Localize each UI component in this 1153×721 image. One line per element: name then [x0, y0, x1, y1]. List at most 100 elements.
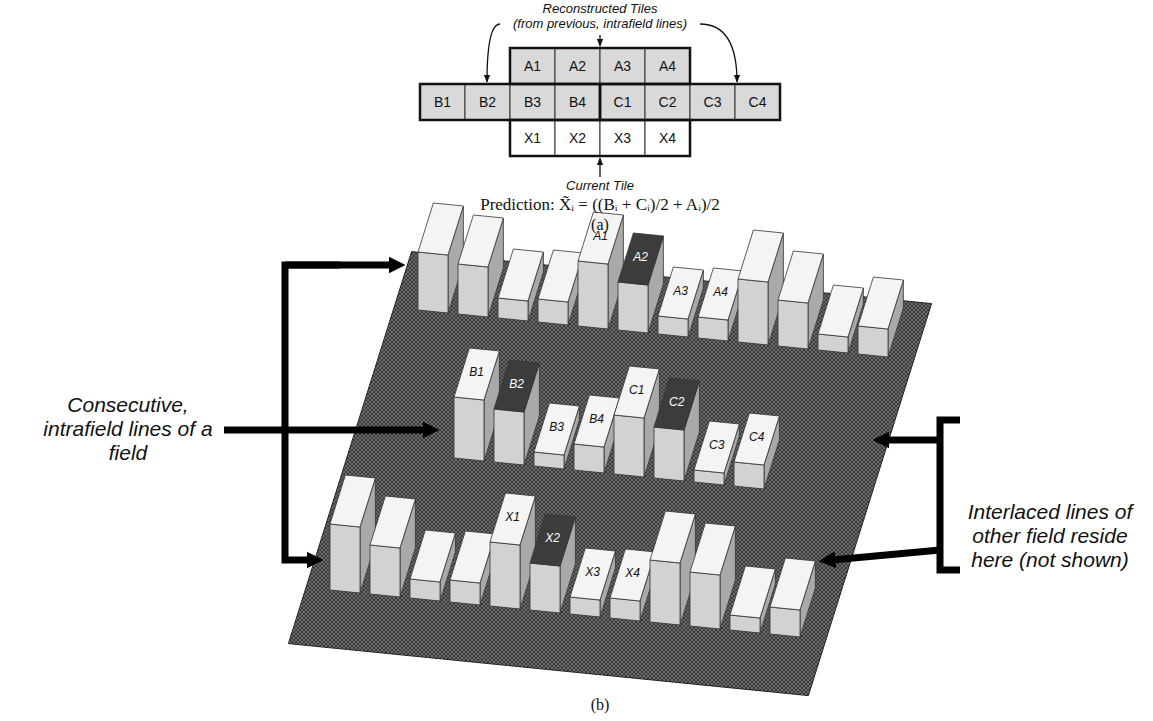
bar-front: [330, 524, 360, 593]
bar-label: X3: [578, 566, 608, 580]
panel-label: (b): [570, 696, 630, 714]
tile-cell: [735, 84, 780, 120]
tile-label: C4: [749, 94, 767, 110]
bar-top: [530, 514, 575, 566]
bar-front: [770, 607, 800, 637]
pixel-bar: [418, 203, 463, 313]
bar-front: [454, 397, 484, 461]
tile-block-outline: [510, 120, 690, 156]
bar-top: [858, 277, 903, 329]
bar-top: [734, 413, 779, 465]
bar-label: C2: [662, 396, 692, 410]
pixel-bar: [494, 360, 539, 465]
bar-front: [778, 300, 808, 349]
tile-block-outline: [510, 48, 690, 84]
pixel-bar: [498, 249, 543, 321]
bar-top: [654, 378, 699, 430]
bar-front: [418, 252, 448, 313]
tile-label: C1: [614, 94, 632, 110]
bracket-arrow: [940, 420, 960, 570]
tile-box: B4: [555, 84, 600, 120]
bar-front: [698, 317, 728, 341]
tile-label: C2: [659, 94, 677, 110]
tile-cell: [420, 84, 465, 120]
formula: Prediction: X̃ᵢ = ((Bᵢ + Cᵢ)/2 + Aᵢ)/2: [390, 195, 810, 215]
bracket-arrows: [224, 265, 960, 570]
tile-box: B1: [420, 84, 465, 120]
pixel-bar: [818, 285, 863, 353]
annotation: Consecutive, intrafield lines of a field: [39, 393, 217, 465]
tile-box: X2: [555, 120, 600, 156]
tile-box: B3: [510, 84, 555, 120]
tile-cell: [510, 120, 555, 156]
tile-cell: [555, 48, 600, 84]
bar-front: [658, 316, 688, 337]
bar-top: [770, 558, 815, 610]
bar-top: [738, 230, 783, 282]
pointer-arrow: [599, 35, 600, 46]
bar-label: C3: [702, 439, 732, 453]
tile-box: X4: [645, 120, 690, 156]
bar-front: [610, 598, 640, 621]
pixel-bar: [578, 212, 623, 329]
pixel-bar: [330, 475, 375, 593]
bar-top: [614, 366, 659, 418]
bar-front: [734, 462, 764, 489]
bar-front: [574, 444, 604, 473]
tile-cell: [510, 84, 555, 120]
bar-label: A2: [626, 251, 656, 265]
pixel-bar: [694, 421, 739, 485]
bar-top: [574, 395, 619, 447]
bar-top: [694, 421, 739, 473]
pixel-bar: [534, 403, 579, 469]
tile-cell: [600, 120, 645, 156]
tile-label: B2: [479, 94, 496, 110]
pixel-bar: [654, 378, 699, 481]
bar-front: [654, 427, 684, 481]
bracket-arrow: [886, 437, 940, 444]
tile-label: X2: [569, 130, 586, 146]
tile-box: C4: [735, 84, 780, 120]
bar-label: X2: [538, 532, 568, 546]
tile-cell: [600, 48, 645, 84]
bar-top: [534, 403, 579, 455]
tile-label: B1: [434, 94, 451, 110]
bar-front: [538, 299, 568, 325]
pointer-arrow: [487, 24, 500, 82]
pixel-bar: [738, 230, 783, 345]
tile-label: X1: [524, 130, 541, 146]
pixel-bar: [370, 496, 415, 597]
bar-top: [818, 285, 863, 337]
annotation: (from previous, intrafield lines): [460, 17, 740, 32]
pixel-bar: [734, 413, 779, 489]
bar-front: [614, 415, 644, 477]
tile-label: X3: [614, 130, 631, 146]
tile-box: C2: [645, 84, 690, 120]
bar-label: A1: [586, 230, 616, 244]
bar-label: C1: [622, 384, 652, 398]
bracket-arrow: [285, 265, 340, 560]
pixel-bar: [658, 267, 703, 337]
pixel-bar: [698, 268, 743, 341]
bar-top: [410, 530, 455, 582]
tile-label: A2: [569, 58, 586, 74]
bar-top: [458, 215, 503, 267]
bar-label: B1: [462, 366, 492, 380]
tile-cell: [555, 120, 600, 156]
bar-top: [490, 493, 535, 545]
bar-top: [330, 475, 375, 527]
bar-top: [650, 511, 695, 563]
pixel-bar: [778, 251, 823, 349]
tile-box: A4: [645, 48, 690, 84]
annotation: Reconstructed Tiles: [460, 2, 740, 17]
pixel-bar: [650, 511, 695, 625]
bracket-arrow: [285, 262, 392, 269]
bar-front: [618, 282, 648, 333]
bar-label: C4: [742, 431, 772, 445]
tile-block-outline: [600, 84, 780, 120]
tile-box: A2: [555, 48, 600, 84]
bar-front: [498, 298, 528, 321]
bar-label: X1: [498, 511, 528, 525]
bar-front: [738, 279, 768, 345]
